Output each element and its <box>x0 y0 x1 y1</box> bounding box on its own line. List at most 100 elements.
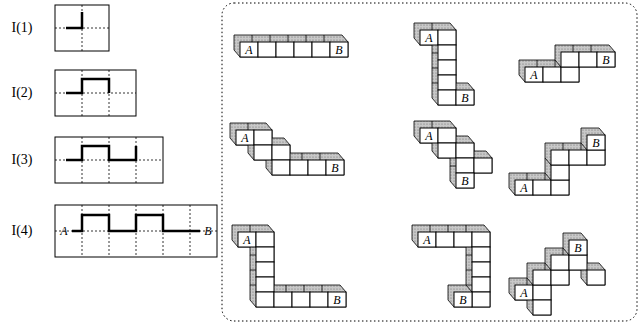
strip-cell <box>587 135 605 150</box>
strip-wall <box>448 285 472 307</box>
strip-cell <box>256 247 274 262</box>
strip-cell <box>420 30 438 45</box>
strip-cell <box>533 180 551 195</box>
strip-cell <box>438 45 456 60</box>
end-label: A <box>243 234 250 246</box>
end-label: B <box>461 175 468 187</box>
end-label: A <box>530 69 537 81</box>
end-label: B <box>592 137 599 149</box>
strip-cell <box>543 67 561 82</box>
strip-figure <box>232 225 346 307</box>
end-label: B <box>459 294 466 306</box>
strip-cell <box>561 67 579 82</box>
strip-figure <box>509 233 605 315</box>
strip-cell <box>579 52 597 67</box>
strip-cell <box>328 292 346 307</box>
strip-cell <box>292 292 310 307</box>
strip-figure <box>519 45 615 82</box>
strip-cell <box>533 285 551 300</box>
strip-cell <box>272 160 290 175</box>
grid-panel <box>55 137 163 183</box>
end-label: A <box>520 287 527 299</box>
panel-label: I(3) <box>12 153 33 167</box>
strip-cell <box>310 292 328 307</box>
strip-cell <box>472 277 490 292</box>
strip-cell <box>569 150 587 165</box>
grid-panel <box>55 5 109 51</box>
strip-cell <box>254 130 272 145</box>
strip-cell <box>569 240 587 255</box>
strip-cell <box>438 128 456 143</box>
strip-cell <box>515 180 533 195</box>
strip-figure <box>509 128 605 195</box>
strip-cell <box>312 42 330 57</box>
end-label: B <box>204 225 211 237</box>
strip-figures <box>230 23 615 315</box>
end-label: B <box>461 92 468 104</box>
strip-cell <box>456 143 474 158</box>
strip-cell <box>474 158 492 173</box>
end-label: A <box>241 132 248 144</box>
strip-cell <box>551 255 569 270</box>
end-label: B <box>331 162 338 174</box>
strip-wall <box>563 233 587 255</box>
strip-cell <box>256 292 274 307</box>
end-label: A <box>425 32 432 44</box>
end-label: B <box>333 294 340 306</box>
strip-cell <box>597 52 615 67</box>
strip-cell <box>308 160 326 175</box>
grid-panel <box>55 205 217 257</box>
strip-cell <box>525 67 543 82</box>
strip-cell <box>456 158 474 173</box>
end-label: B <box>335 44 342 56</box>
strip-cell <box>326 160 344 175</box>
dotted-frame <box>222 3 637 321</box>
strip-cell <box>294 42 312 57</box>
end-label: A <box>60 225 67 237</box>
strip-figure <box>234 35 348 57</box>
panel-label: I(1) <box>12 21 33 35</box>
strip-figure <box>230 123 344 175</box>
strip-cell <box>454 232 472 247</box>
strip-cell <box>254 145 272 160</box>
end-label: A <box>520 182 527 194</box>
strip-cell <box>438 30 456 45</box>
end-label: B <box>574 242 581 254</box>
strip-cell <box>274 292 292 307</box>
strip-cell <box>569 255 587 270</box>
strip-cell <box>290 160 308 175</box>
grid-panel <box>55 70 136 116</box>
strip-cell <box>472 232 490 247</box>
strip-cell <box>238 232 256 247</box>
strip-figure <box>412 225 490 307</box>
strip-cell <box>454 292 472 307</box>
strip-cell <box>561 52 579 67</box>
strip-cell <box>533 300 551 315</box>
end-label: B <box>602 54 609 66</box>
strip-wall <box>581 128 605 150</box>
strip-cell <box>240 42 258 57</box>
strip-cell <box>420 128 438 143</box>
strip-cell <box>438 75 456 90</box>
strip-cell <box>330 42 348 57</box>
end-label: A <box>423 234 430 246</box>
end-label: A <box>245 44 252 56</box>
strip-cell <box>256 277 274 292</box>
strip-cell <box>551 270 569 285</box>
strip-cell <box>551 180 569 195</box>
strip-cell <box>515 285 533 300</box>
strip-cell <box>272 145 290 160</box>
strip-cell <box>587 270 605 285</box>
strip-cell <box>456 90 474 105</box>
strip-cell <box>236 130 254 145</box>
strip-cell <box>551 150 569 165</box>
strip-cell <box>472 292 490 307</box>
strip-cell <box>456 173 474 188</box>
strip-figure <box>414 121 492 188</box>
strip-figure <box>414 23 474 105</box>
grid-panels <box>55 5 217 257</box>
strip-cell <box>438 60 456 75</box>
strip-cell <box>472 262 490 277</box>
strip-cell <box>438 143 456 158</box>
